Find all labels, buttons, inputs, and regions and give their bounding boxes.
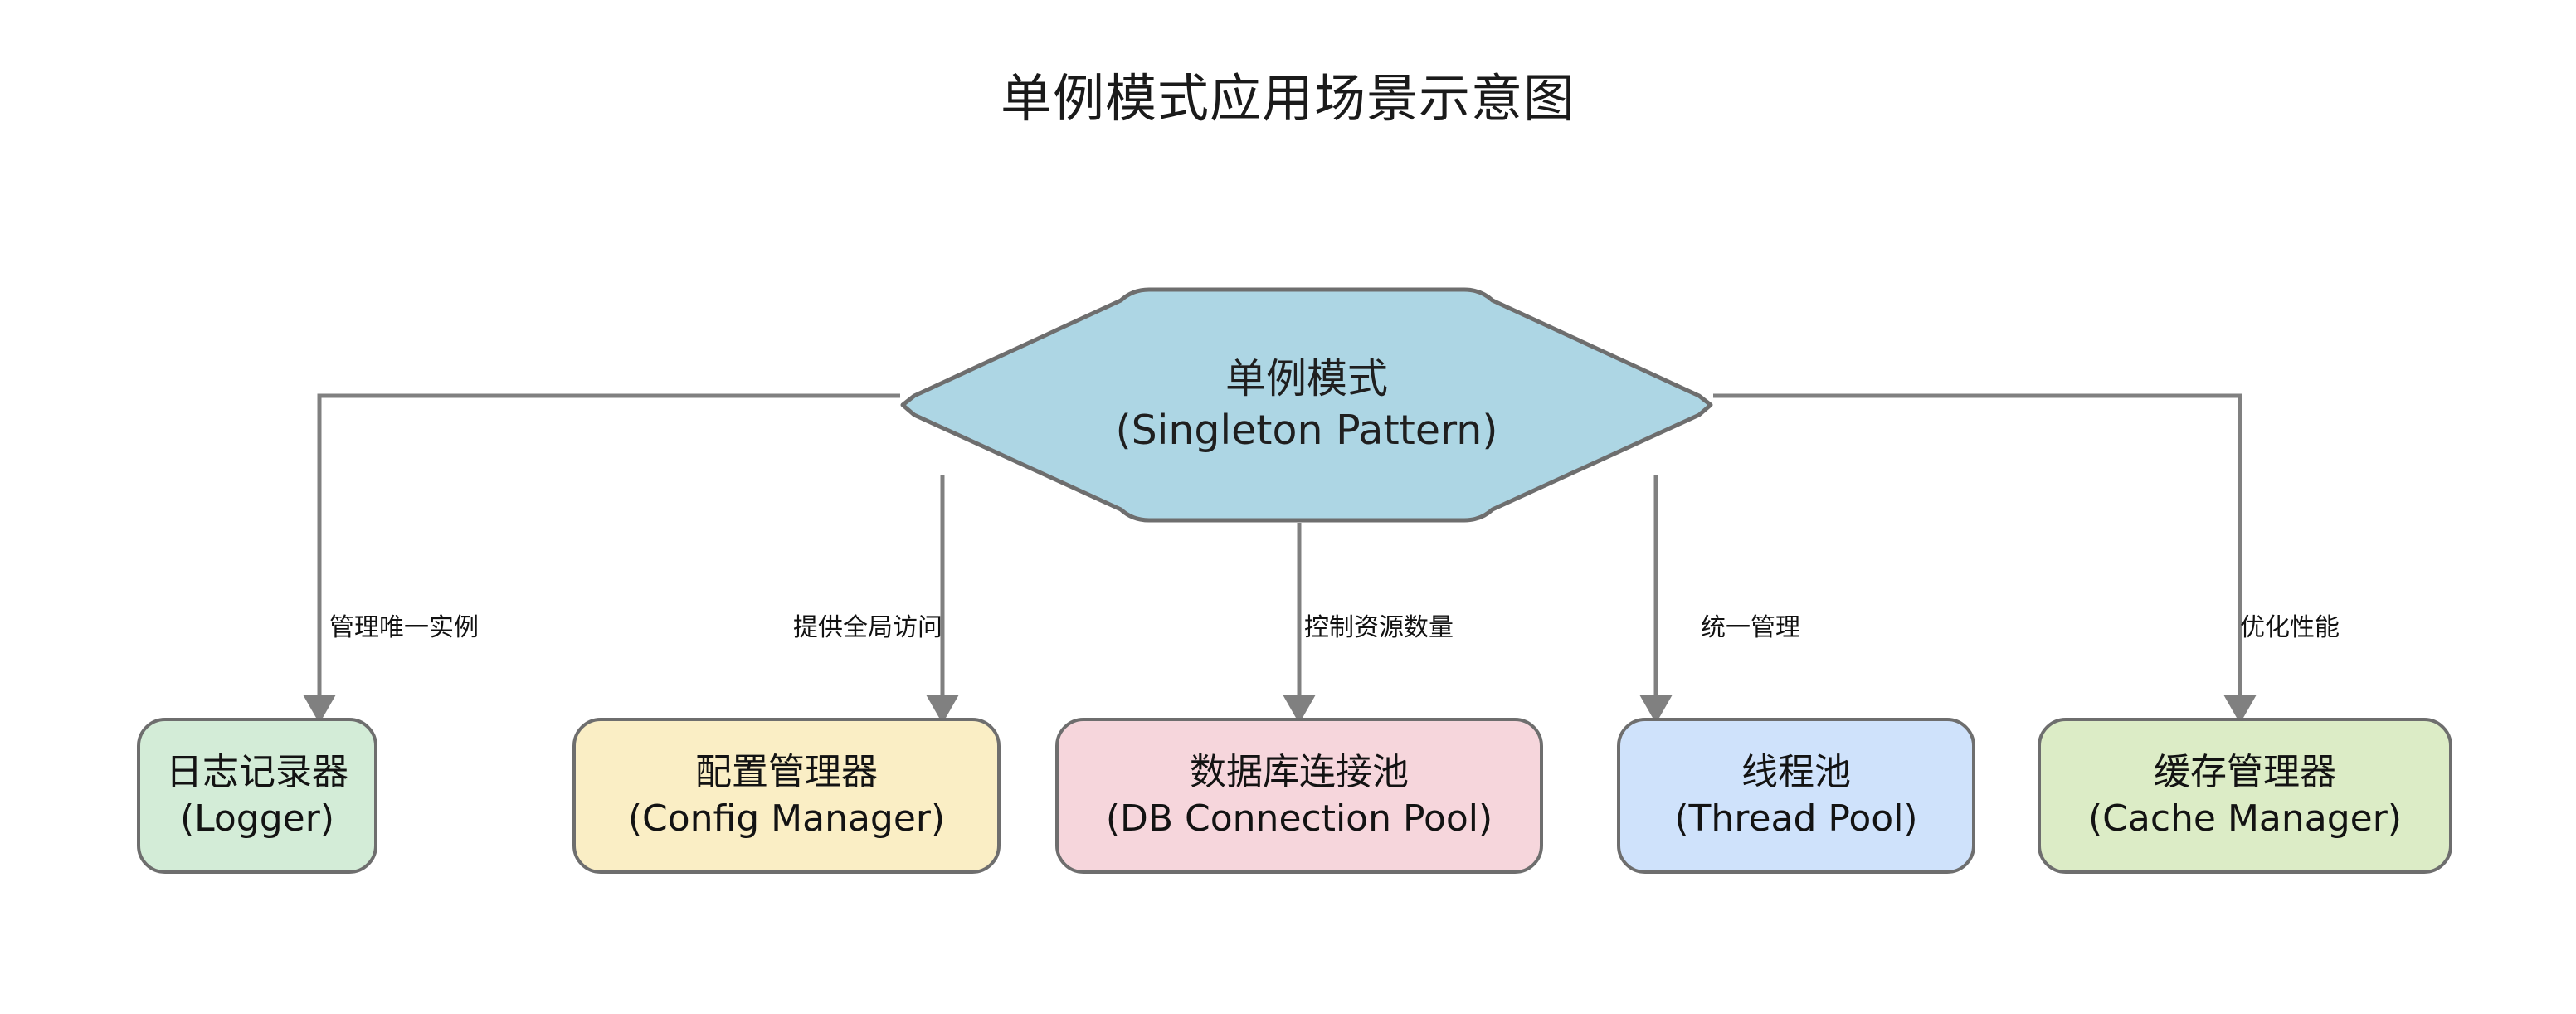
node-logger-label-cn: 日志记录器 [166,750,348,793]
node-thread-pool[interactable]: 线程池 (Thread Pool) [1617,718,1975,874]
node-logger-label-en: (Logger) [179,797,334,840]
page-title: 单例模式应用场景示意图 [1000,68,1575,129]
node-logger[interactable]: 日志记录器 (Logger) [137,718,377,874]
node-singleton-pattern-label: 单例模式 (Singleton Pattern) [900,286,1713,524]
node-config-manager[interactable]: 配置管理器 (Config Manager) [572,718,1001,874]
node-db-connection-pool[interactable]: 数据库连接池 (DB Connection Pool) [1055,718,1543,874]
edge-label-control-resource-count: 控制资源数量 [1304,613,1454,642]
root-label-en: (Singleton Pattern) [1115,407,1498,454]
node-cache-manager-label-en: (Cache Manager) [2087,797,2403,840]
edge-root-to-cache [1713,393,2257,724]
node-cache-manager-label-cn: 缓存管理器 [2154,750,2336,793]
node-db-connection-pool-label-en: (DB Connection Pool) [1105,797,1493,840]
node-thread-pool-label-en: (Thread Pool) [1674,797,1918,840]
node-db-connection-pool-label-cn: 数据库连接池 [1190,750,1409,793]
edge-label-optimize-performance: 优化性能 [2240,613,2340,642]
edge-label-unified-management: 统一管理 [1701,613,1800,642]
node-config-manager-label-en: (Config Manager) [627,797,946,840]
node-singleton-pattern[interactable]: 单例模式 (Singleton Pattern) [900,286,1713,524]
node-config-manager-label-cn: 配置管理器 [695,750,878,793]
edge-label-provide-global-access: 提供全局访问 [793,613,942,642]
node-thread-pool-label-cn: 线程池 [1741,750,1851,793]
octagon-shape [900,287,1713,523]
edge-label-manage-unique-instance: 管理唯一实例 [329,613,479,642]
root-label-cn: 单例模式 [1225,355,1388,403]
edge-root-to-logger [303,393,900,724]
node-cache-manager[interactable]: 缓存管理器 (Cache Manager) [2038,718,2452,874]
